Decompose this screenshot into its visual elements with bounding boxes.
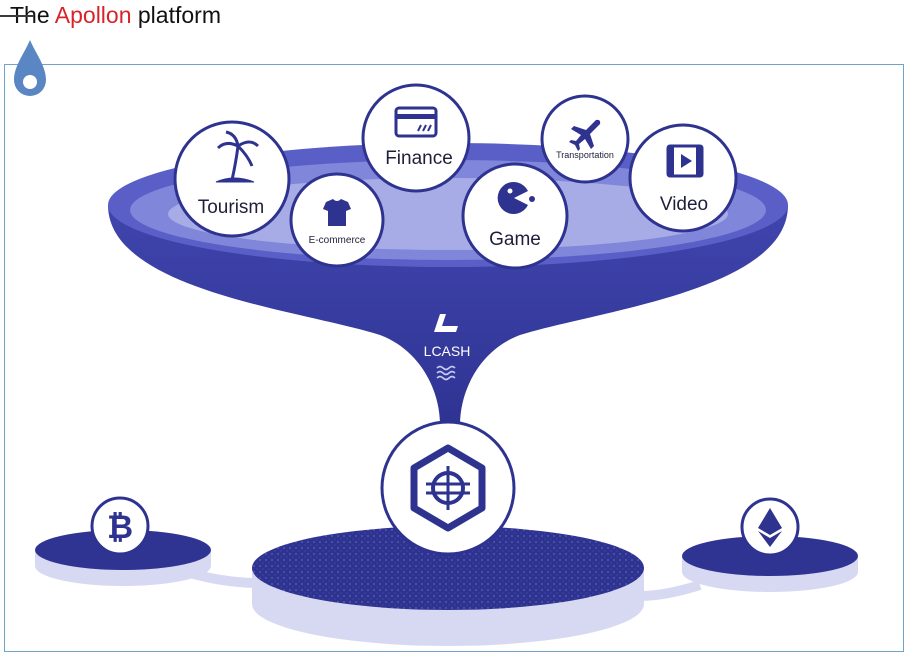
waves-icon — [436, 365, 456, 381]
central-platform — [252, 526, 644, 646]
drop-icon — [14, 40, 46, 96]
diagram-frame — [4, 64, 904, 652]
title-suffix: platform — [131, 2, 221, 28]
video-bubble: Video — [628, 123, 738, 233]
funnel-label: LCASH — [424, 343, 471, 359]
card-icon — [394, 106, 438, 138]
tourism-label: Tourism — [198, 197, 265, 218]
tourism-bubble: Tourism — [173, 120, 291, 238]
ecommerce-label: E-commerce — [309, 235, 366, 246]
game-label: Game — [489, 229, 541, 250]
ecommerce-bubble: E-commerce — [289, 172, 385, 268]
bitcoin-icon: ₿ — [90, 496, 150, 556]
palm-tree-icon — [215, 130, 260, 183]
lcash-logo-icon — [434, 314, 458, 332]
title-tick — [0, 15, 34, 17]
pacman-icon — [497, 181, 535, 214]
svg-text:₿: ₿ — [107, 508, 133, 546]
ethereum-platform — [682, 536, 858, 592]
title-highlight: Apollon — [54, 2, 132, 28]
finance-bubble: Finance — [361, 83, 471, 193]
transportation-label: Transportation — [556, 150, 614, 160]
video-label: Video — [660, 194, 708, 215]
hex-coin-icon — [380, 420, 516, 556]
tshirt-icon — [323, 199, 351, 226]
plane-icon — [569, 119, 601, 151]
finance-label: Finance — [385, 148, 453, 169]
transportation-bubble: Transportation — [540, 94, 630, 184]
game-bubble: Game — [461, 162, 569, 270]
page-title: The Apollon platform — [10, 0, 221, 30]
video-icon — [666, 144, 704, 178]
ethereum-icon — [740, 497, 800, 557]
